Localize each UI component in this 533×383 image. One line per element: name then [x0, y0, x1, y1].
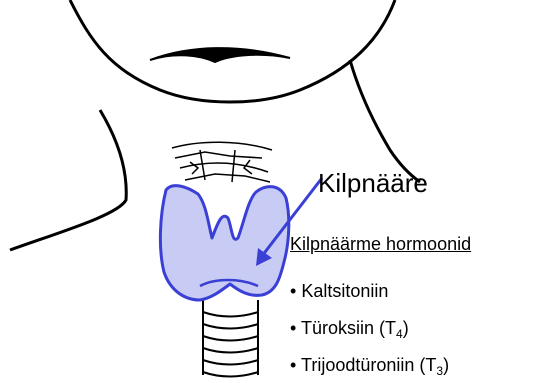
neck-left-outline: [10, 110, 126, 250]
bullet: •: [290, 355, 296, 375]
hormone-close: ): [403, 318, 409, 338]
gland-label: Kilpnääre: [318, 168, 428, 199]
hormone-item-thyroxine: • Türoksiin (T4): [290, 318, 409, 339]
mouth: [150, 48, 290, 62]
hormone-name: Türoksiin (T: [301, 318, 396, 338]
bullet: •: [290, 318, 296, 338]
hormones-heading: Kilpnäärme hormoonid: [290, 234, 471, 255]
hormone-item-calcitonin: • Kaltsitoniin: [290, 281, 388, 302]
thyroid-gland: [160, 186, 288, 300]
neck-right-outline: [350, 60, 420, 182]
hormone-name: Kaltsitoniin: [301, 281, 388, 301]
hormone-subscript: 4: [396, 327, 403, 341]
larynx-sketch: [172, 142, 272, 182]
trachea-rings: [203, 300, 258, 377]
hormone-close: ): [443, 355, 449, 375]
hormone-item-triiodothyronine: • Trijoodtüroniin (T3): [290, 355, 449, 376]
bullet: •: [290, 281, 296, 301]
hormone-name: Trijoodtüroniin (T: [301, 355, 436, 375]
